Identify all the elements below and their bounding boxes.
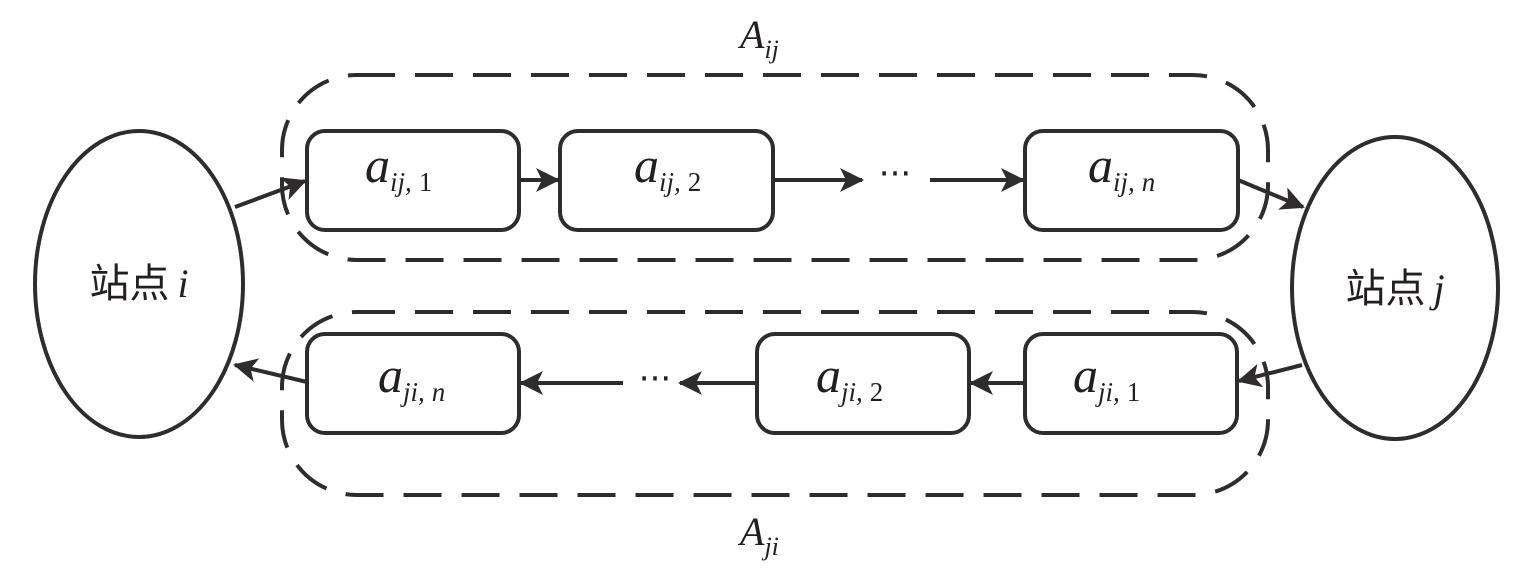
step-a-ij-2: aij,2 bbox=[558, 129, 775, 232]
station-i-ellipse bbox=[33, 129, 245, 439]
edges bbox=[233, 168, 1305, 395]
step-a-ji-n: aji,n bbox=[305, 332, 521, 435]
arrow-station-j-to-a-ji-1 bbox=[1237, 363, 1303, 388]
ellipsis-bottom: ··· bbox=[639, 359, 671, 399]
ellipsis-top: ··· bbox=[879, 154, 911, 194]
step-label: aij,n bbox=[1088, 137, 1155, 197]
step-label: aji,2 bbox=[816, 347, 883, 407]
station-j-ellipse bbox=[1290, 135, 1500, 441]
step-label: aij,2 bbox=[634, 137, 701, 197]
group-Aji-label: Aji bbox=[737, 509, 779, 561]
step-a-ji-1: aji,1 bbox=[1023, 332, 1239, 435]
step-label: aji,1 bbox=[1073, 347, 1140, 407]
step-label: aji,n bbox=[378, 347, 445, 407]
arrow-a-ij-n-to-station-j bbox=[1237, 178, 1305, 210]
step-box bbox=[755, 332, 971, 435]
step-a-ij-n: aij,n bbox=[1023, 129, 1240, 232]
step-a-ji-2: aji,2 bbox=[755, 332, 971, 435]
step-label: aij,1 bbox=[365, 137, 432, 197]
group-Aij-label: Aij bbox=[737, 12, 779, 64]
group-Aji-container bbox=[280, 310, 1270, 497]
group-Aij-container bbox=[280, 73, 1270, 262]
arrow-a-ji-n-to-station-i bbox=[233, 358, 308, 384]
step-box bbox=[305, 129, 521, 232]
step-a-ij-1: aij,1 bbox=[305, 129, 521, 232]
arrow-station-i-to-a-ij-1 bbox=[234, 177, 307, 209]
